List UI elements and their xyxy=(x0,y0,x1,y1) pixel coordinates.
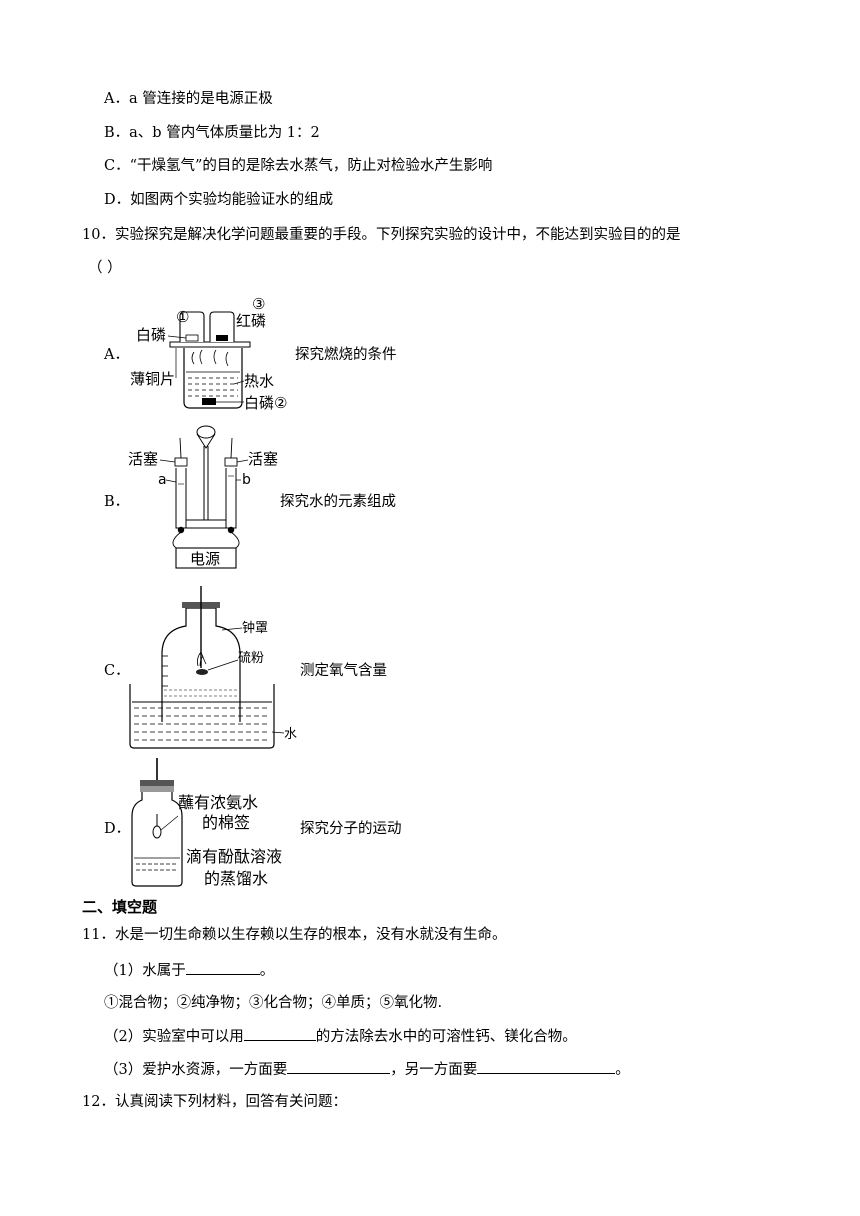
q9-option-d: D．如图两个实验均能验证水的组成 xyxy=(104,192,334,208)
q11-part3-text-c: 。 xyxy=(615,1062,630,1078)
label-tube-b: b xyxy=(242,472,251,488)
q11-part2-text-a: （2）实验室中可以用 xyxy=(104,1029,244,1045)
q11-part1-text-a: （1）水属于 xyxy=(104,963,186,979)
q10-option-d-label: D． xyxy=(104,821,131,837)
q11-part2-text-b: 的方法除去水中的可溶性钙、镁化合物。 xyxy=(315,1029,577,1045)
q10-option-b-caption: 探究水的元素组成 xyxy=(280,494,396,510)
q11-choices: ①混合物；②纯净物；③化合物；④单质；⑤氧化物. xyxy=(104,995,443,1011)
label-stopcock-left: 活塞 xyxy=(128,450,158,468)
q11-part3: （3）爱护水资源，一方面要 ，另一方面要 。 xyxy=(104,1059,630,1080)
q12-stem: 12．认真阅读下列材料，回答有关问题： xyxy=(82,1094,347,1110)
label-phenolphthalein-1: 滴有酚酞溶液 xyxy=(186,847,282,866)
q10-answer-paren: （ ） xyxy=(88,260,122,276)
label-tube-a: a xyxy=(158,472,167,488)
q10-option-a-label: A． xyxy=(104,347,129,363)
q9-option-a: A．a 管连接的是电源正极 xyxy=(104,91,273,107)
q10-option-d-caption: 探究分子的运动 xyxy=(300,821,402,837)
q11-part1-text-b: 。 xyxy=(259,963,275,979)
label-phenolphthalein-2: 的蒸馏水 xyxy=(204,869,268,888)
q9-option-c: C．“干燥氢气”的目的是除去水蒸气，防止对检验水产生影响 xyxy=(104,158,493,174)
q11-blank-1[interactable] xyxy=(185,960,260,975)
label-water: 水 xyxy=(284,727,297,742)
label-ammonia-1: 蘸有浓氨水 xyxy=(178,793,258,812)
combustion-figure: ① 白磷 ③ 红磷 薄铜片 热水 白磷② xyxy=(130,295,287,412)
q10-stem: 10．实验探究是解决化学问题最重要的手段。下列探究实验的设计中，不能达到实验目的… xyxy=(82,227,681,243)
label-ammonia-2: 的棉签 xyxy=(202,813,250,832)
q10-option-c-caption: 测定氧气含量 xyxy=(300,663,387,679)
q11-blank-4[interactable] xyxy=(477,1059,616,1074)
molecular-motion-figure: 蘸有浓氨水 的棉签 滴有酚酞溶液 的蒸馏水 xyxy=(131,758,282,888)
label-stopcock-right: 活塞 xyxy=(248,450,278,468)
electrolysis-figure: 电源 活塞 活塞 a b xyxy=(128,425,278,569)
q10-option-b-label: B． xyxy=(104,494,130,510)
q10-option-c-label: C． xyxy=(104,663,130,679)
label-1: ① xyxy=(176,308,189,326)
q9-option-b: B．a、b 管内气体质量比为 1：2 xyxy=(104,125,320,141)
q11-blank-2[interactable] xyxy=(243,1026,316,1041)
q10-option-a-caption: 探究燃烧的条件 xyxy=(295,347,397,363)
label-copper-plate: 薄铜片 xyxy=(130,370,175,388)
label-power: 电源 xyxy=(190,550,220,568)
q11-blank-3[interactable] xyxy=(287,1059,391,1074)
q11-part3-text-a: （3）爱护水资源，一方面要 xyxy=(104,1062,288,1078)
label-bell-jar: 钟罩 xyxy=(242,620,268,636)
label-sulfur: 硫粉 xyxy=(238,651,264,666)
label-white-phosphorus-2: 白磷② xyxy=(244,394,287,412)
q11-part2: （2）实验室中可以用 的方法除去水中的可溶性钙、镁化合物。 xyxy=(104,1026,577,1047)
q11-stem: 11．水是一切生命赖以生存赖以生存的根本，没有水就没有生命。 xyxy=(82,927,507,943)
label-red-phosphorus: 红磷 xyxy=(236,312,266,330)
label-white-phosphorus: 白磷 xyxy=(136,326,166,344)
q11-part1: （1）水属于 。 xyxy=(104,960,274,981)
q11-part3-text-b: ，另一方面要 xyxy=(390,1062,478,1078)
label-3: ③ xyxy=(252,295,265,313)
label-hot-water: 热水 xyxy=(244,372,274,390)
section-heading: 二、填空题 xyxy=(82,898,158,916)
oxygen-content-figure: 钟罩 硫粉 水 xyxy=(129,586,297,749)
